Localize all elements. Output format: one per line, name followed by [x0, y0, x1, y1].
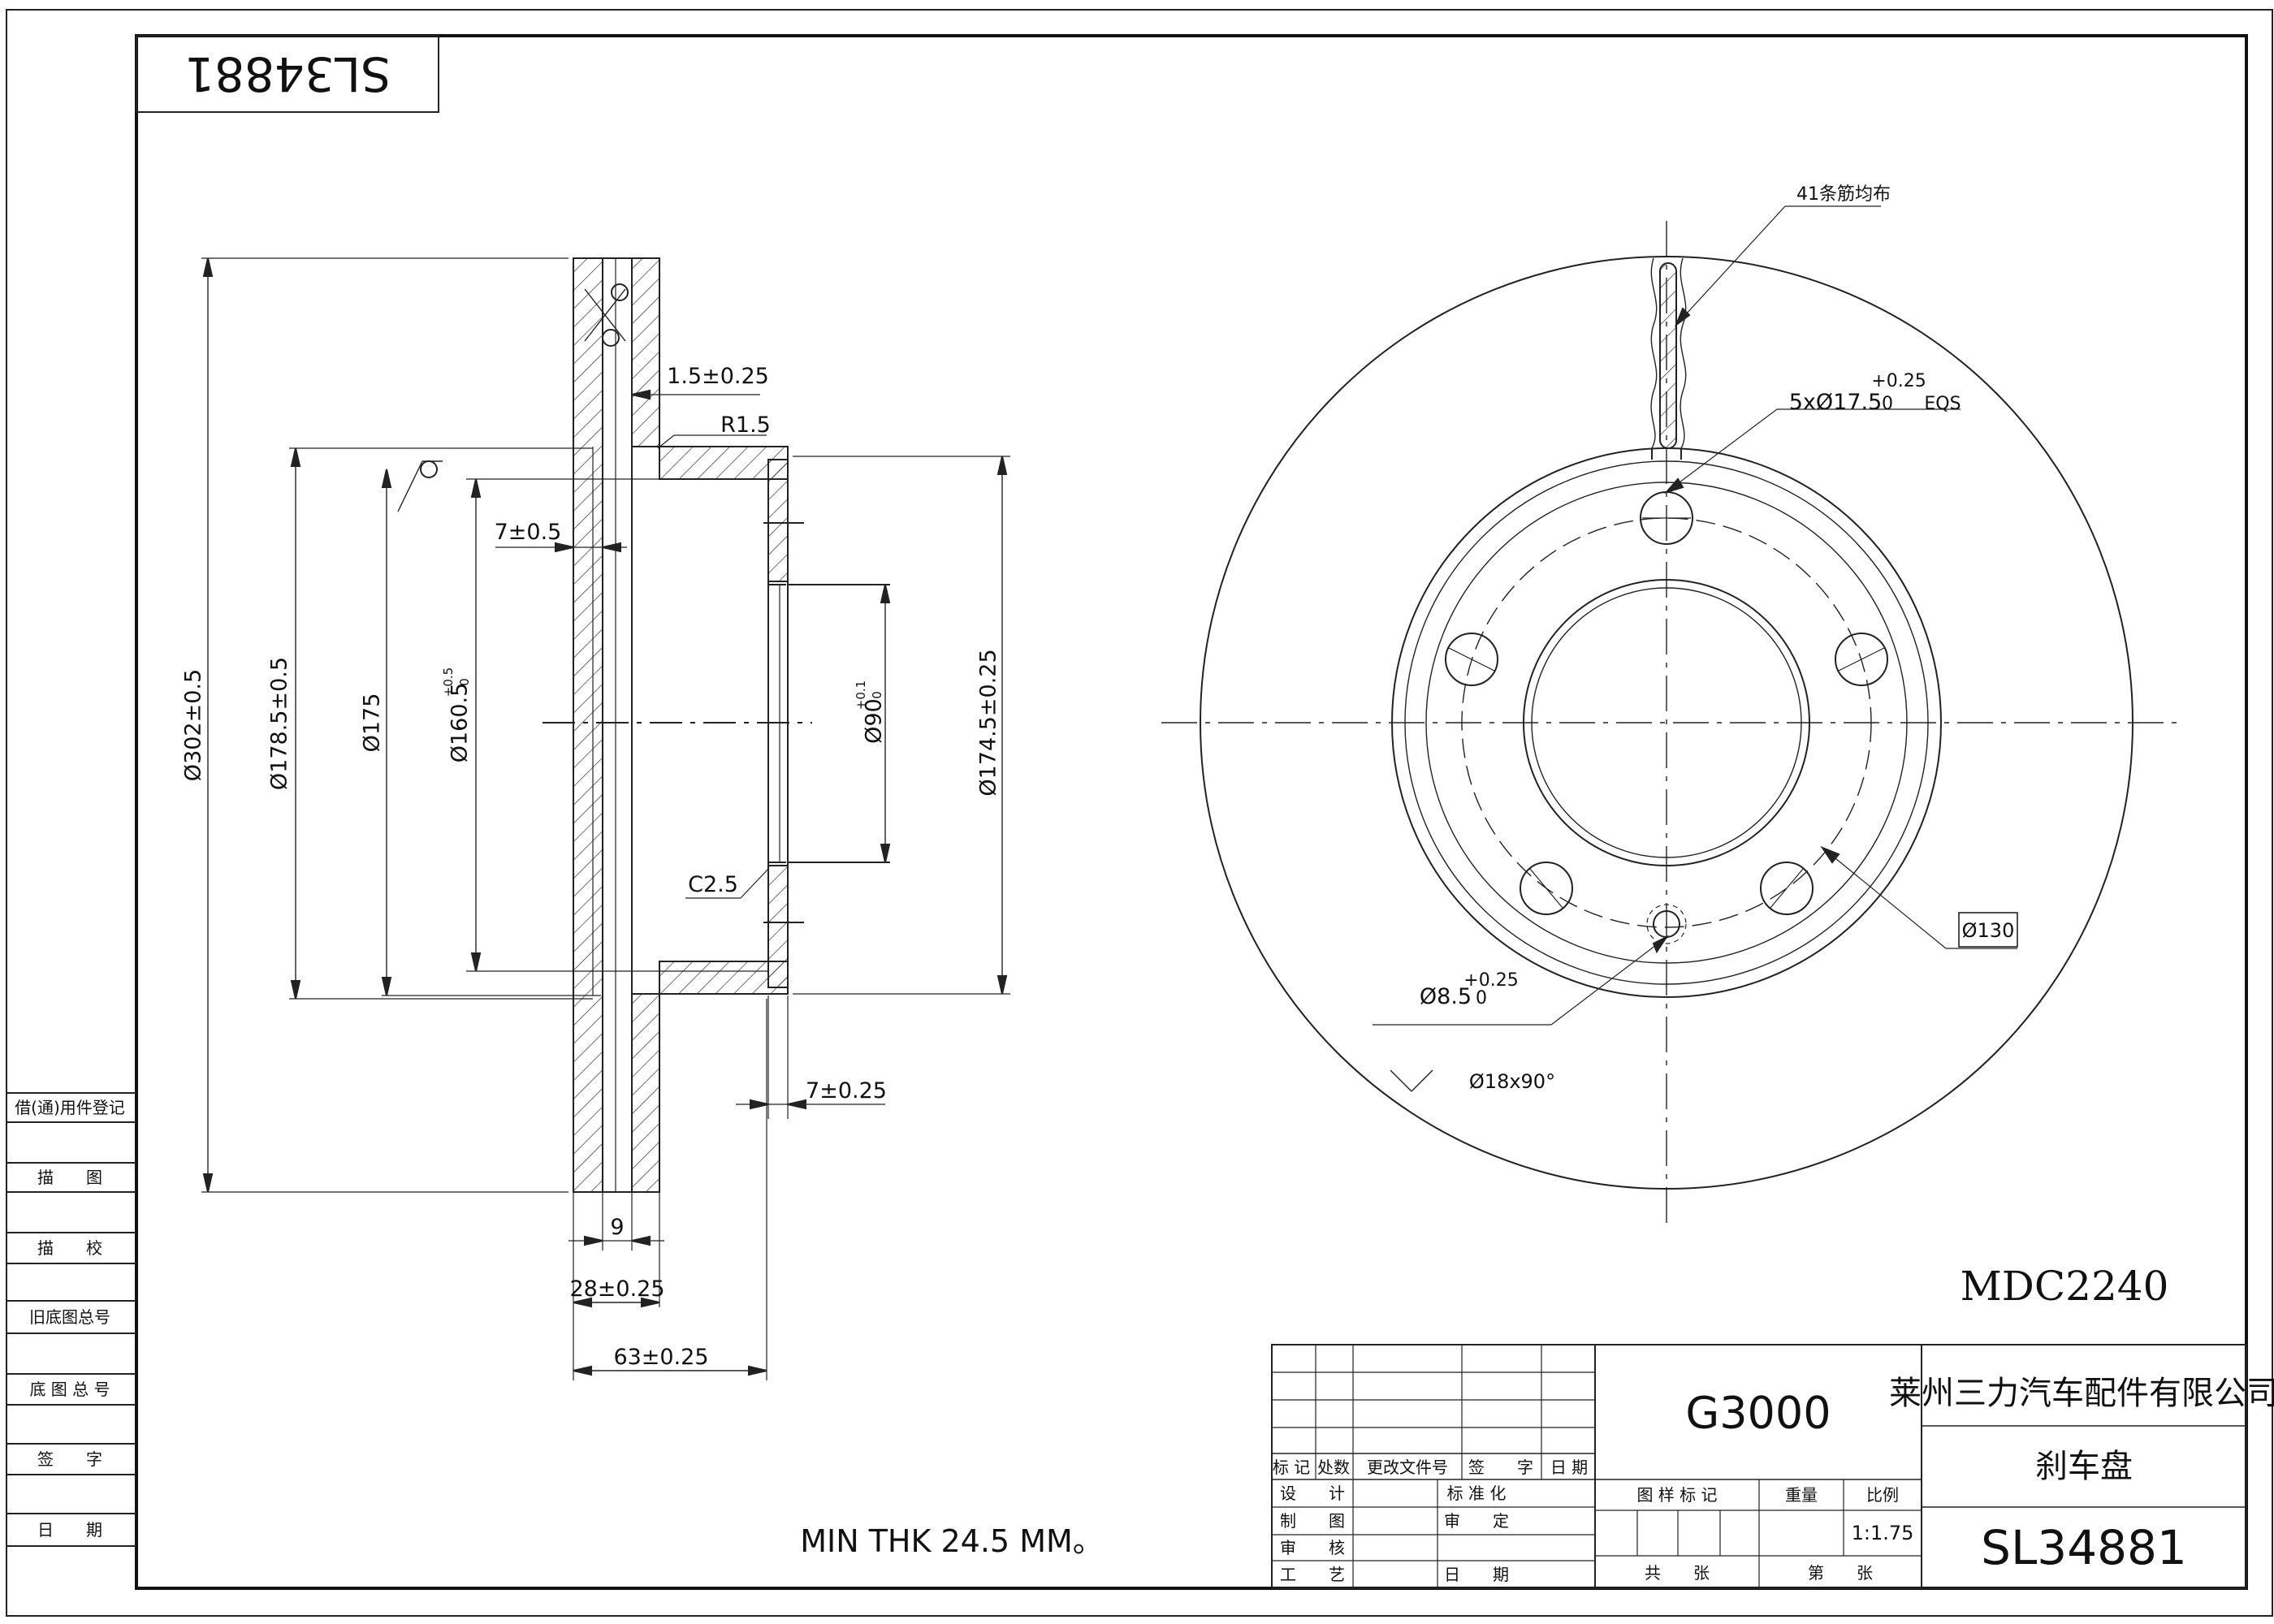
dim-width-28: 28±0.25	[569, 1276, 664, 1302]
tb-label-date: 日 期	[1550, 1458, 1588, 1477]
dim-diameter-160-tol: +0.5	[441, 667, 456, 697]
dim-7-025: 7±0.25	[806, 1078, 887, 1104]
svg-text:SL34881: SL34881	[184, 46, 391, 102]
registry-label: 描 校	[37, 1238, 102, 1258]
disc-outer-edge	[1200, 256, 2133, 1190]
rotated-drawing-number: SL34881	[136, 35, 439, 113]
dim-width-63: 63±0.25	[613, 1345, 708, 1370]
tb-label-date2: 日 期	[1444, 1565, 1509, 1584]
registry-label: 借(通)用件登记	[15, 1098, 125, 1117]
center-bore	[1523, 579, 1810, 866]
pin-hole-tol-lower: 0	[1476, 988, 1487, 1009]
tb-label-count: 处数	[1317, 1458, 1350, 1477]
dim-diameter-178: Ø178.5±0.5	[267, 657, 292, 790]
bolt-holes-eqs: EQS	[1924, 394, 1961, 414]
tb-company: 莱州三力汽车配件有限公司	[1889, 1375, 2274, 1412]
dim-diameter-90-tol-low: 0	[870, 691, 884, 699]
min-thickness-note: MIN THK 24.5 MM。	[800, 1523, 1104, 1559]
registry-label: 签 字	[37, 1449, 102, 1469]
bolt-hole	[1445, 633, 1498, 686]
tb-label-draw: 制 图	[1280, 1511, 1345, 1531]
tb-label-review: 审 核	[1280, 1538, 1345, 1557]
dim-radius-1-5: R1.5	[720, 412, 771, 438]
pin-hole-label: Ø8.5	[1420, 984, 1472, 1009]
tb-label-scale: 比例	[1866, 1485, 1899, 1505]
bolt-circle	[1461, 517, 1872, 928]
registry-label: 底 图 总 号	[29, 1380, 110, 1399]
tb-label-total: 共 张	[1645, 1563, 1710, 1583]
dim-7-05: 7±0.5	[495, 520, 562, 545]
dim-diameter-175: Ø175	[360, 693, 385, 753]
dim-diameter-160: Ø160.5	[447, 683, 473, 763]
tb-label-mark: 标 记	[1273, 1458, 1310, 1477]
tb-label-sign: 签 字	[1468, 1458, 1533, 1477]
tb-label-process: 工 艺	[1280, 1565, 1345, 1584]
tb-drawing-no: SL34881	[1981, 1520, 2187, 1575]
registry-label: 描 图	[37, 1168, 102, 1187]
bolt-hole	[1760, 862, 1814, 915]
bolt-hole	[1520, 862, 1573, 915]
chamfer-label: Ø18x90°	[1469, 1070, 1555, 1093]
section-view	[201, 257, 1010, 1380]
drawing-frame	[135, 34, 2248, 1590]
bolt-holes-tol-lower: 0	[1882, 394, 1893, 414]
tb-label-design: 设 计	[1280, 1484, 1345, 1503]
tb-label-sample-mark: 图 样 标 记	[1636, 1485, 1717, 1505]
front-view	[1161, 205, 2177, 1231]
part-code: MDC2240	[1961, 1263, 2169, 1310]
dim-width-9: 9	[610, 1215, 624, 1240]
tb-label-standard: 标 准 化	[1447, 1484, 1507, 1503]
dim-diameter-302: Ø302±0.5	[181, 669, 206, 781]
tb-label-change-doc: 更改文件号	[1367, 1458, 1448, 1477]
dim-diameter-160-tol-low: 0	[457, 678, 472, 686]
left-registry-panel	[6, 1092, 136, 1547]
registry-label: 旧底图总号	[29, 1307, 110, 1327]
ribs-note: 41条筋均布	[1796, 184, 1891, 205]
tb-part-name: 刹车盘	[2035, 1448, 2133, 1485]
dim-diameter-90: Ø90	[862, 698, 887, 744]
dim-diameter-174: Ø174.5±0.25	[976, 649, 1001, 796]
pcd-label: Ø130	[1962, 919, 2015, 942]
tb-scale-value: 1:1.75	[1852, 1522, 1914, 1544]
tb-material: G3000	[1685, 1388, 1831, 1439]
bolt-holes-tol-upper: +0.25	[1871, 371, 1926, 391]
registry-label: 日 期	[37, 1520, 102, 1540]
pin-hole-tol-upper: +0.25	[1463, 970, 1518, 991]
tb-label-weight: 重量	[1785, 1485, 1818, 1505]
dim-chamfer-2-5: C2.5	[688, 872, 738, 897]
title-block	[1271, 1344, 2247, 1589]
tb-label-approve: 审 定	[1444, 1511, 1509, 1531]
bolt-holes-note: 5xØ17.5	[1789, 390, 1883, 415]
bolt-hole	[1835, 633, 1888, 686]
tb-label-sheet: 第 张	[1808, 1563, 1873, 1583]
dim-thickness-1-5: 1.5±0.25	[667, 364, 769, 389]
dim-diameter-90-tol: +0.1	[854, 680, 868, 710]
